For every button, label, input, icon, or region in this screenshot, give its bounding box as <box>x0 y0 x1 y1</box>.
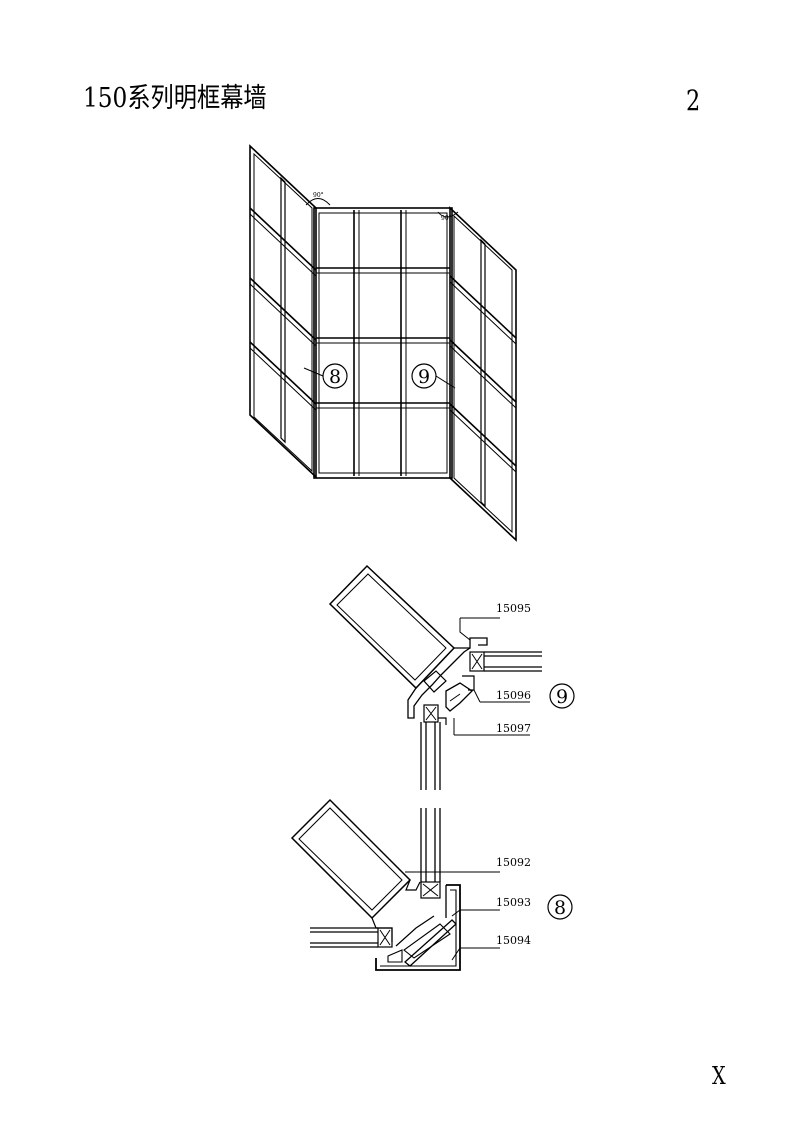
vertical-glass <box>420 808 441 882</box>
svg-text:90°: 90° <box>313 192 324 199</box>
drawing-title: 150系列明框幕墙 <box>83 83 267 114</box>
page-number: 2 <box>686 84 701 117</box>
callout-9: 9 <box>411 363 456 389</box>
part-label-15096: 15096 <box>496 689 531 702</box>
part-label-15093: 15093 <box>496 896 531 909</box>
part-label-15094: 15094 <box>496 934 531 947</box>
section-callout-8: 8 <box>554 897 566 919</box>
corner-mark: X <box>712 1062 726 1090</box>
part-label-15095: 15095 <box>496 602 531 615</box>
isometric-elevation: 90° 90° 8 9 <box>249 144 517 542</box>
part-label-15092: 15092 <box>496 856 531 869</box>
corner-section-details: 15095 15096 15097 9 <box>290 564 575 971</box>
angle-mark-right <box>437 211 459 218</box>
front-wall-panel <box>313 207 453 479</box>
callout-8: 8 <box>303 363 348 389</box>
section-callout-9: 9 <box>556 686 568 708</box>
callout-8-label: 8 <box>329 366 341 388</box>
left-wall-panel <box>249 144 317 479</box>
detail-9: 15095 15096 15097 9 <box>328 564 575 790</box>
part-label-15097: 15097 <box>496 722 531 735</box>
right-wall-panel <box>449 206 517 542</box>
callout-9-label: 9 <box>418 366 430 388</box>
angle-mark-left <box>305 198 331 206</box>
svg-text:90°: 90° <box>441 215 452 222</box>
detail-8: 15092 15093 15094 8 <box>290 798 573 971</box>
